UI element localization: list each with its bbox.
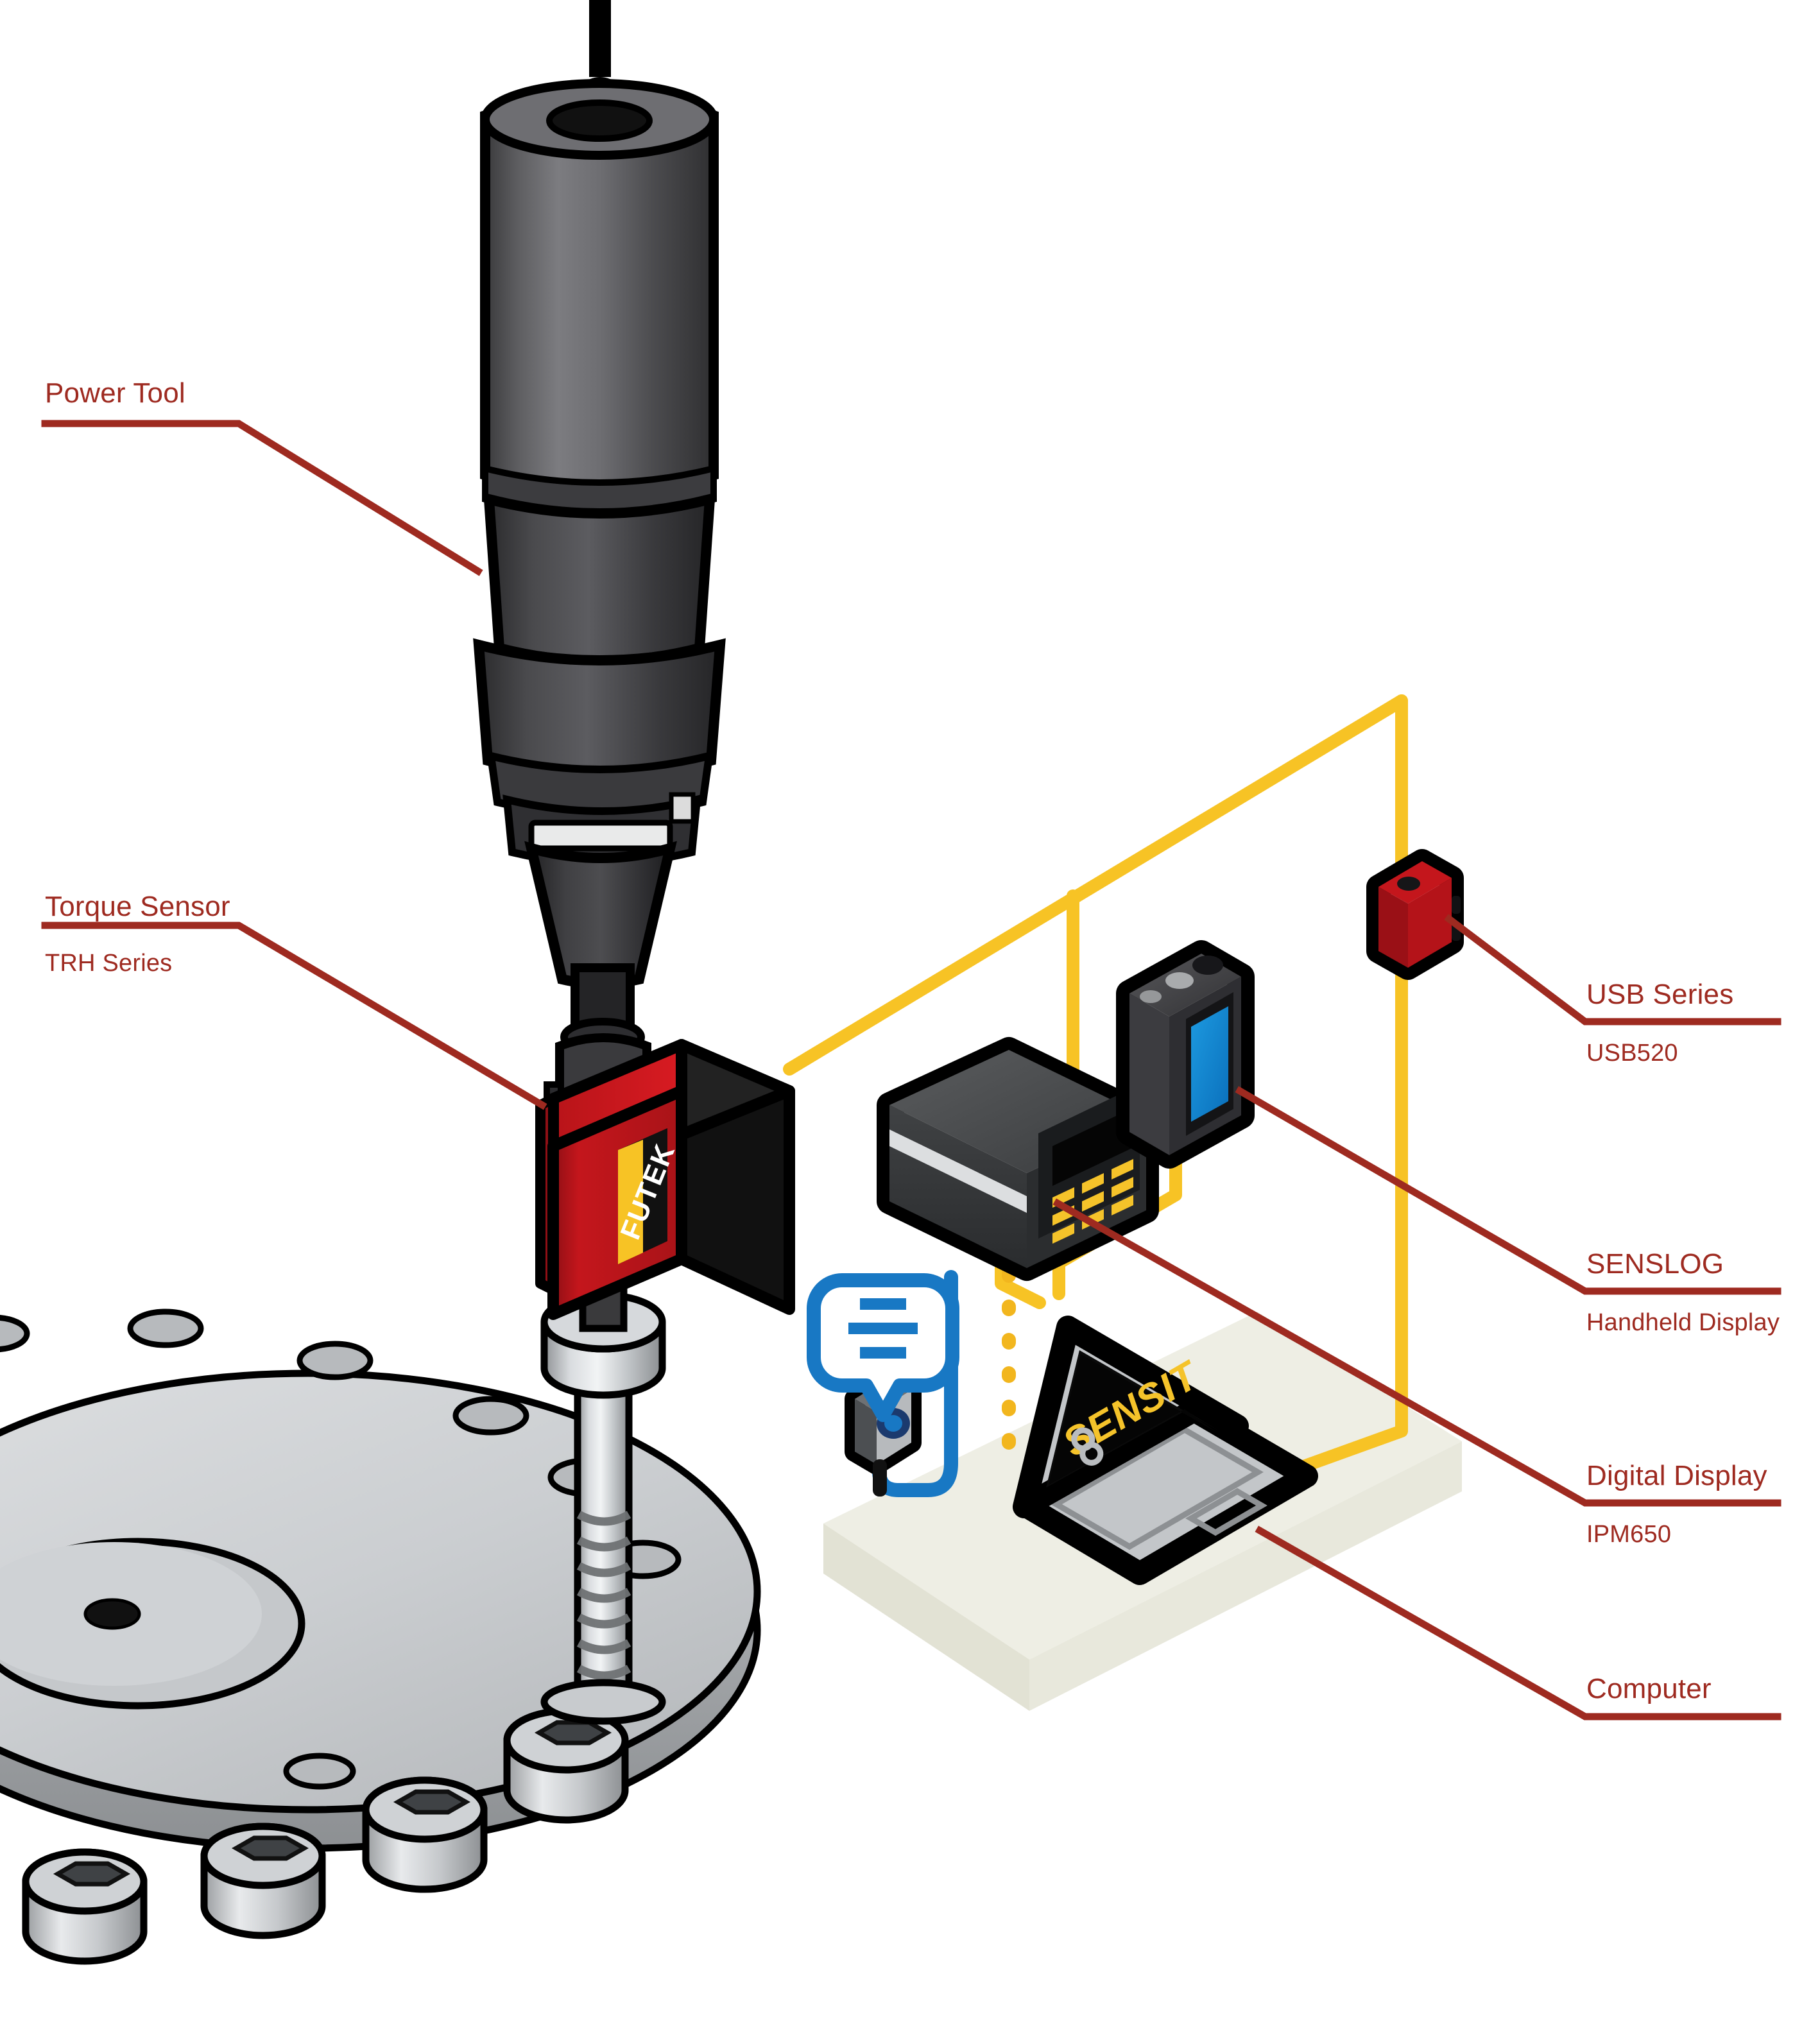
leader-line-torque-sensor: [41, 922, 547, 1110]
callout-subtitle-usb-series: USB520: [1586, 1040, 1678, 1067]
test-plate: [0, 1219, 761, 1965]
callout-subtitle-torque-sensor: TRH Series: [45, 950, 173, 977]
callout-subtitle-senslog: Handheld Display: [1586, 1309, 1780, 1336]
callout-title-digital-display: Digital Display: [1586, 1460, 1767, 1491]
callout-title-torque-sensor: Torque Sensor: [45, 891, 230, 922]
callout-title-computer: Computer: [1586, 1673, 1712, 1704]
senslog-handheld: [1116, 940, 1255, 1169]
data-bubble-icon: [807, 1273, 959, 1422]
leader-line-senslog: [1235, 1086, 1781, 1295]
leader-line-power-tool: [41, 420, 483, 576]
hex-bolt: [22, 1707, 629, 1965]
callout-title-power-tool: Power Tool: [45, 377, 185, 409]
torque-sensor: FUTEK: [535, 1039, 795, 1320]
digital-display-ipm650: [877, 1037, 1159, 1281]
computer-laptop: SENSIT: [1013, 1316, 1318, 1585]
callout-title-usb-series: USB Series: [1586, 979, 1734, 1010]
leader-line-digital-display: [1052, 1198, 1781, 1507]
callout-leader-lines: [41, 420, 1781, 1720]
callout-subtitle-digital-display: IPM650: [1586, 1521, 1672, 1548]
callout-title-senslog: SENSLOG: [1586, 1248, 1724, 1280]
leader-line-usb-series: [1444, 914, 1781, 1025]
leader-line-computer: [1255, 1525, 1781, 1720]
power-tool: [473, 0, 726, 1137]
